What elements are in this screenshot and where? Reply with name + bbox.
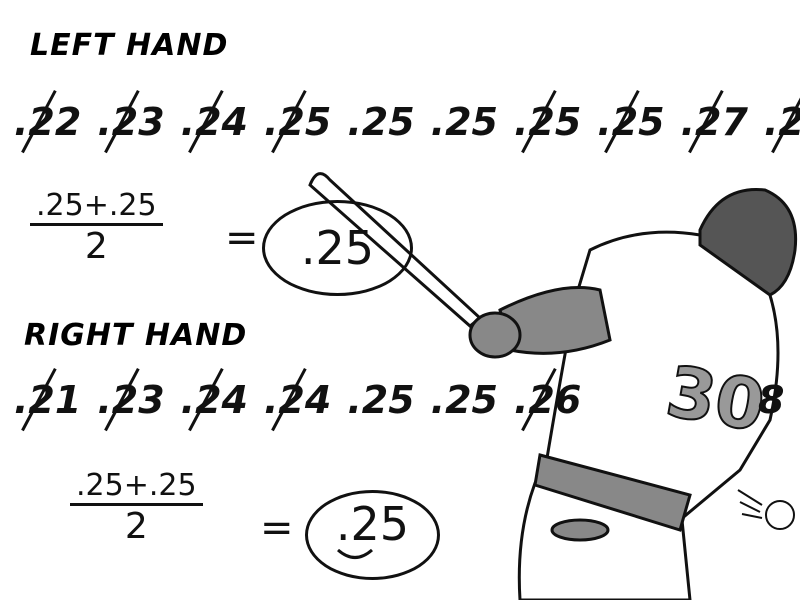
value: .25 bbox=[347, 378, 415, 422]
crossed-value: .26 bbox=[513, 378, 582, 422]
right-hand-heading: RIGHT HAND bbox=[24, 318, 248, 353]
numerator: .25+.25 bbox=[30, 188, 163, 226]
jersey-number: 30 bbox=[661, 350, 771, 448]
numerator: .25+.25 bbox=[70, 468, 203, 506]
value: .25 bbox=[430, 100, 498, 144]
helmet bbox=[698, 188, 798, 297]
left-hand-fraction: .25+.25 2 bbox=[30, 188, 163, 267]
left-hand-heading: LEFT HAND bbox=[30, 28, 229, 63]
crossed-value: .23 bbox=[97, 100, 165, 144]
denominator: 2 bbox=[84, 226, 108, 267]
right-hand-values: .21 .23 .24 .24 .25 .25 .26 bbox=[14, 378, 597, 422]
hidden-value: 8 bbox=[758, 378, 784, 422]
value: .25 bbox=[347, 100, 415, 144]
crossed-value: .27 bbox=[764, 100, 800, 144]
crossed-value: .25 bbox=[597, 100, 665, 144]
denominator: 2 bbox=[124, 506, 148, 547]
left-hand-result: .25 bbox=[262, 200, 413, 296]
crossed-value: .25 bbox=[263, 100, 332, 144]
value-fragment: 8 bbox=[758, 378, 785, 422]
equals-sign: = bbox=[260, 505, 294, 551]
player-body bbox=[468, 230, 780, 600]
crossed-value: .23 bbox=[97, 378, 165, 422]
crossed-value: .27 bbox=[680, 100, 748, 144]
crossed-value: .24 bbox=[263, 378, 332, 422]
left-hand-values: .22 .23 .24 .25 .25 .25 .25 .25 .27 .27 bbox=[14, 100, 800, 144]
crossed-value: .24 bbox=[180, 100, 248, 144]
crossed-value: .25 bbox=[513, 100, 582, 144]
equals-sign: = bbox=[225, 215, 259, 261]
value: .25 bbox=[430, 378, 498, 422]
right-hand-fraction: .25+.25 2 bbox=[70, 468, 203, 547]
crossed-value: .24 bbox=[180, 378, 248, 422]
baseball bbox=[737, 489, 795, 530]
right-hand-result: .25 bbox=[305, 490, 440, 580]
crossed-value: .22 bbox=[14, 100, 82, 144]
crossed-value: .21 bbox=[14, 378, 82, 422]
